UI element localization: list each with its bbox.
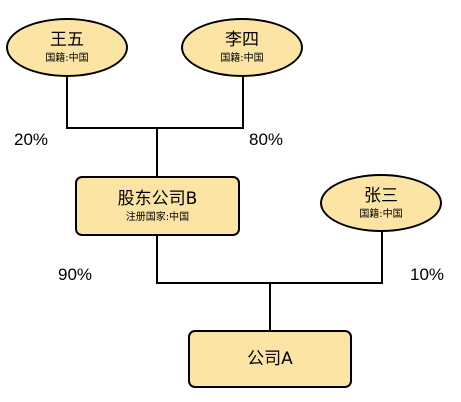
connector-zhang-san-to-a: [270, 232, 383, 284]
company-name: 公司A: [247, 348, 293, 369]
ownership-percent-wang-wu: 20%: [14, 130, 49, 149]
ownership-percent-company-b: 90%: [58, 265, 93, 284]
company-b-node: 股东公司B 注册国家:中国: [75, 176, 240, 236]
person-nationality: 国籍:中国: [359, 208, 403, 220]
company-name: 股东公司B: [117, 188, 198, 209]
ownership-percent-zhang-san: 10%: [410, 265, 445, 284]
person-wang-wu-node: 王五 国籍:中国: [6, 18, 128, 77]
connector-wang-wu-to-b: [66, 77, 157, 129]
company-registration: 注册国家:中国: [125, 211, 190, 223]
person-name: 张三: [364, 185, 398, 206]
person-zhang-san-node: 张三 国籍:中国: [320, 174, 442, 232]
person-name: 李四: [225, 30, 259, 50]
person-nationality: 国籍:中国: [45, 53, 89, 64]
connector-b-to-a: [156, 236, 270, 284]
person-nationality: 国籍:中国: [220, 53, 264, 64]
person-name: 王五: [50, 30, 84, 50]
ownership-percent-li-si: 80%: [249, 130, 284, 149]
connector-li-si-to-b: [157, 77, 244, 129]
person-li-si-node: 李四 国籍:中国: [181, 18, 303, 77]
company-a-node: 公司A: [188, 330, 352, 388]
